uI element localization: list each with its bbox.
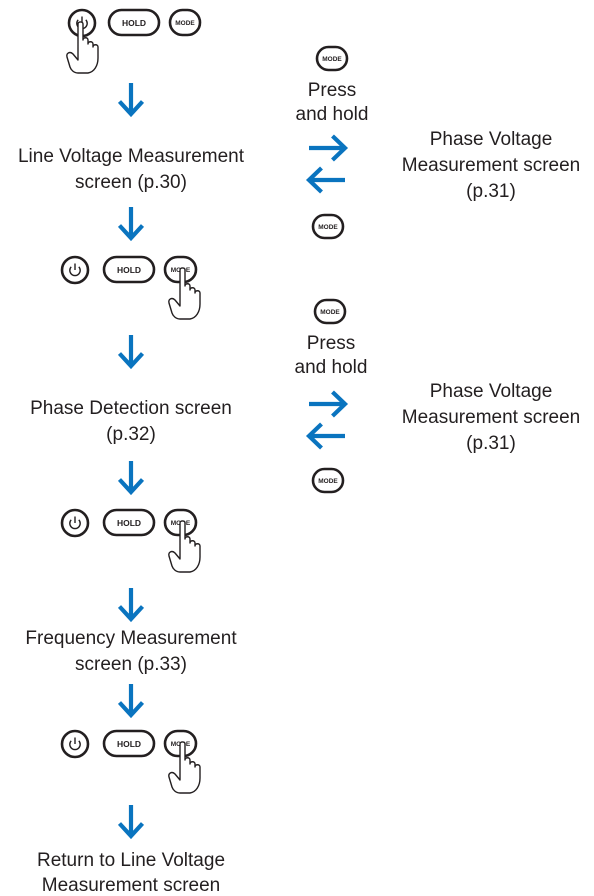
press-label: Press: [307, 333, 356, 354]
step-return: Return to Line Voltage Measurement scree…: [37, 850, 225, 896]
frequency-label-line1: Frequency Measurement: [25, 628, 237, 649]
phase-voltage-label-line3: (p.31): [466, 433, 516, 454]
down-arrow-icon: [117, 805, 145, 840]
pointing-hand-icon: [168, 520, 201, 573]
left-arrow-icon: [305, 422, 345, 450]
down-arrow-icon: [117, 684, 145, 719]
frequency-label-line2: screen (p.33): [75, 654, 187, 675]
and-hold-label: and hold: [295, 357, 368, 378]
mode-button: MODE: [315, 45, 349, 72]
button-row-mode-pressed: HOLD MODE: [60, 729, 201, 794]
power-button: [60, 729, 90, 759]
side-branch-phase-voltage-2: MODE Press and hold MODE Phase Voltage M…: [295, 298, 580, 494]
hold-button-label: HOLD: [122, 18, 146, 28]
mode-button: MODE: [313, 298, 347, 325]
mode-button-label: MODE: [320, 309, 340, 316]
phase-voltage-label-line2: Measurement screen: [402, 155, 580, 176]
mode-button-label: MODE: [322, 56, 342, 63]
button-row-power-pressed: HOLD MODE: [66, 8, 202, 74]
phase-voltage-label-line1: Phase Voltage: [430, 129, 553, 150]
mode-button-label: MODE: [175, 20, 195, 27]
hold-button: HOLD: [107, 8, 161, 37]
and-hold-label: and hold: [296, 104, 369, 125]
power-button: [60, 508, 90, 538]
down-arrow-icon: [117, 207, 145, 242]
right-arrow-icon: [309, 390, 349, 418]
pointing-hand-icon: [66, 21, 99, 74]
hold-button-label: HOLD: [117, 739, 141, 749]
phase-voltage-label-line2: Measurement screen: [402, 407, 580, 428]
step-line-voltage: Line Voltage Measurement screen (p.30): [18, 146, 245, 193]
side-branch-phase-voltage-1: MODE Press and hold MODE Phase Voltage M…: [296, 45, 580, 240]
line-voltage-label-line2: screen (p.30): [75, 172, 187, 193]
phase-voltage-label-line1: Phase Voltage: [430, 381, 553, 402]
step-phase-detection: Phase Detection screen (p.32): [30, 398, 232, 445]
power-icon: [69, 263, 81, 277]
button-row-mode-pressed: HOLD MODE: [60, 508, 201, 573]
mode-button: MODE: [168, 8, 202, 37]
phase-detection-label-line2: (p.32): [106, 424, 156, 445]
mode-button: MODE: [311, 213, 345, 240]
step-frequency: Frequency Measurement screen (p.33): [25, 628, 237, 675]
power-button: [60, 255, 90, 285]
phase-detection-label-line1: Phase Detection screen: [30, 398, 232, 419]
power-icon: [69, 737, 81, 751]
line-voltage-label-line1: Line Voltage Measurement: [18, 146, 245, 167]
left-arrow-icon: [305, 166, 345, 194]
hold-button: HOLD: [102, 255, 156, 284]
return-label-line1: Return to Line Voltage: [37, 850, 225, 871]
down-arrow-icon: [117, 588, 145, 623]
mode-button-label: MODE: [318, 224, 338, 231]
hold-button: HOLD: [102, 508, 156, 537]
down-arrow-icon: [117, 461, 145, 496]
hold-button-label: HOLD: [117, 518, 141, 528]
press-label: Press: [308, 80, 357, 101]
button-row-mode-pressed: HOLD MODE: [60, 255, 201, 320]
hold-button-label: HOLD: [117, 265, 141, 275]
right-arrow-icon: [309, 134, 349, 162]
mode-button: MODE: [311, 467, 345, 494]
return-label-line2: Measurement screen: [42, 875, 220, 896]
phase-voltage-label-line3: (p.31): [466, 181, 516, 202]
pointing-hand-icon: [168, 741, 201, 794]
power-icon: [69, 516, 81, 530]
down-arrow-icon: [117, 335, 145, 370]
down-arrow-icon: [117, 83, 145, 118]
hold-button: HOLD: [102, 729, 156, 758]
mode-button-label: MODE: [318, 478, 338, 485]
pointing-hand-icon: [168, 267, 201, 320]
